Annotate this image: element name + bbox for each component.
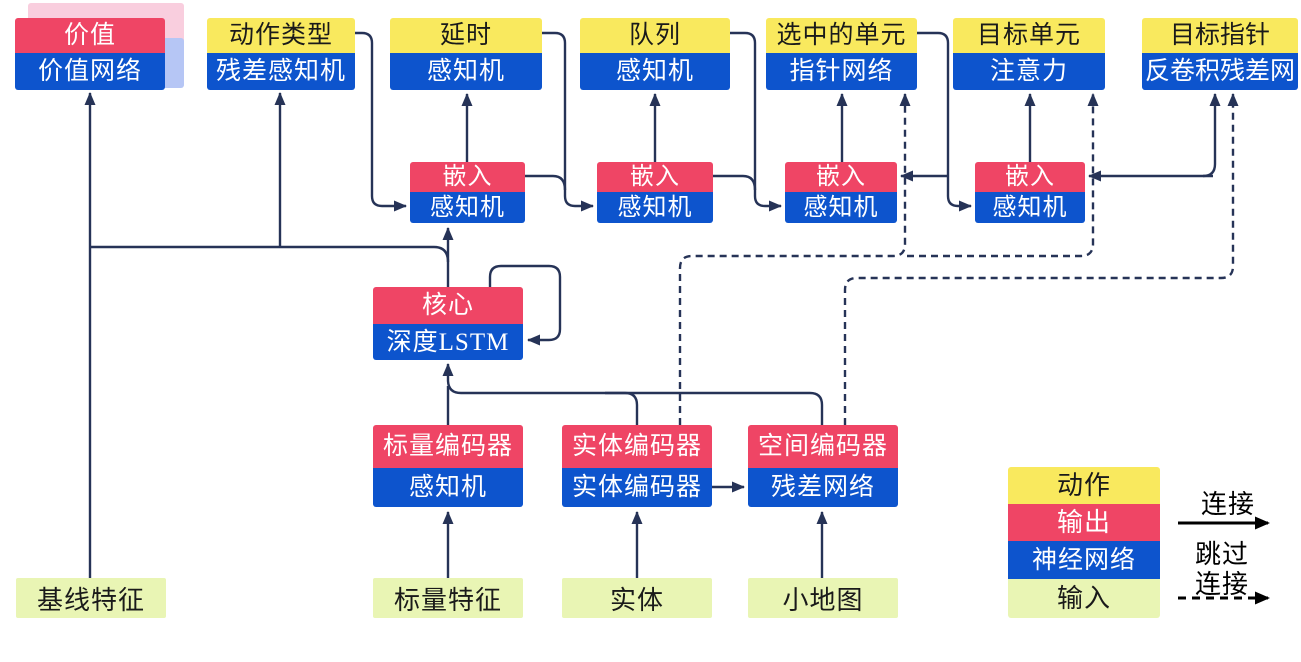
node-entity-encoder: 实体编码器 实体编码器	[562, 425, 712, 507]
node-selected-units: 选中的单元 指针网络	[766, 18, 917, 90]
conn-embed2-merge	[713, 174, 757, 191]
node-target-unit-title: 目标单元	[953, 18, 1105, 53]
node-embed-2-subtitle: 感知机	[597, 192, 713, 223]
conn-entity-riser-join	[605, 391, 639, 425]
node-entities: 实体	[562, 578, 712, 618]
node-delay-title: 延时	[390, 18, 542, 53]
node-entity-encoder-title: 实体编码器	[562, 425, 712, 468]
node-embed-1: 嵌入 感知机	[410, 162, 525, 223]
node-spatial-encoder-title: 空间编码器	[748, 425, 898, 468]
node-embed-1-title: 嵌入	[410, 162, 525, 192]
node-baseline-features: 基线特征	[16, 578, 166, 618]
node-queue-title: 队列	[580, 18, 730, 53]
node-entity-encoder-subtitle: 实体编码器	[562, 468, 712, 507]
node-action-type-title: 动作类型	[207, 18, 355, 53]
legend-network: 神经网络	[1008, 541, 1160, 579]
node-value-title: 价值	[15, 18, 165, 53]
node-scalar-encoder-title: 标量编码器	[373, 425, 523, 468]
legend-skip-label-line1: 跳过	[1194, 540, 1249, 569]
node-spatial-encoder-subtitle: 残差网络	[748, 468, 898, 507]
node-action-type: 动作类型 残差感知机	[207, 18, 355, 90]
skip-entity-to-pointer	[678, 93, 911, 425]
node-embed-4-title: 嵌入	[975, 162, 1085, 192]
legend-input: 输入	[1008, 579, 1160, 618]
node-embed-2-title: 嵌入	[597, 162, 713, 192]
node-embed-3-subtitle: 感知机	[785, 192, 897, 223]
conn-up-to-targetpoint	[1202, 93, 1221, 178]
node-target-unit: 目标单元 注意力	[953, 18, 1105, 90]
skip-connections	[678, 93, 1239, 425]
node-embed-1-subtitle: 感知机	[410, 192, 525, 223]
node-scalar-encoder-subtitle: 感知机	[373, 468, 523, 507]
node-scalar-encoder: 标量编码器 感知机	[373, 425, 523, 507]
conn-queue-to-embed3	[730, 31, 782, 212]
legend-connection-label: 连接	[1200, 490, 1255, 519]
node-embed-3: 嵌入 感知机	[785, 162, 897, 223]
conn-selected-to-embed4	[917, 31, 972, 212]
node-target-point-subtitle: 反卷积残差网	[1142, 53, 1298, 90]
conn-delay-to-embed2	[542, 31, 594, 212]
solid-connections	[84, 31, 1221, 578]
node-core-title: 核心	[373, 287, 523, 324]
node-spatial-encoder: 空间编码器 残差网络	[748, 425, 898, 507]
skip-entity-to-attention	[907, 93, 1099, 258]
node-target-point: 目标指针 反卷积残差网	[1142, 18, 1298, 90]
node-target-point-title: 目标指针	[1142, 18, 1298, 53]
legend-skip-label-line2: 连接	[1194, 570, 1249, 599]
node-delay-subtitle: 感知机	[390, 53, 542, 90]
node-scalar-features: 标量特征	[373, 578, 523, 618]
legend-action: 动作	[1008, 467, 1160, 504]
node-target-unit-subtitle: 注意力	[953, 53, 1105, 90]
node-embed-4-subtitle: 感知机	[975, 192, 1085, 223]
node-embed-4: 嵌入 感知机	[975, 162, 1085, 223]
skip-spatial-to-deconv	[843, 93, 1239, 425]
node-delay: 延时 感知机	[390, 18, 542, 90]
node-selected-units-title: 选中的单元	[766, 18, 917, 53]
conn-core-branch-left	[90, 245, 450, 263]
node-core: 核心 深度LSTM	[373, 287, 523, 360]
node-selected-units-subtitle: 指针网络	[766, 53, 917, 90]
node-embed-2: 嵌入 感知机	[597, 162, 713, 223]
node-value-subtitle: 价值网络	[15, 53, 165, 90]
legend-arrows	[1178, 516, 1270, 605]
node-queue: 队列 感知机	[580, 18, 730, 90]
legend-color-key: 动作 输出 神经网络 输入	[1008, 467, 1160, 618]
node-embed-3-title: 嵌入	[785, 162, 897, 192]
conn-encoders-to-core	[442, 363, 824, 425]
conn-embed1-merge	[525, 174, 567, 191]
node-core-subtitle: 深度LSTM	[373, 324, 523, 360]
node-queue-subtitle: 感知机	[580, 53, 730, 90]
legend-output: 输出	[1008, 504, 1160, 541]
conn-actiontype-to-embed1	[355, 31, 407, 212]
conn-core-self-loop	[488, 264, 562, 346]
node-action-type-subtitle: 残差感知机	[207, 53, 355, 90]
node-minimap: 小地图	[748, 578, 898, 618]
node-value: 价值 价值网络	[15, 18, 165, 90]
